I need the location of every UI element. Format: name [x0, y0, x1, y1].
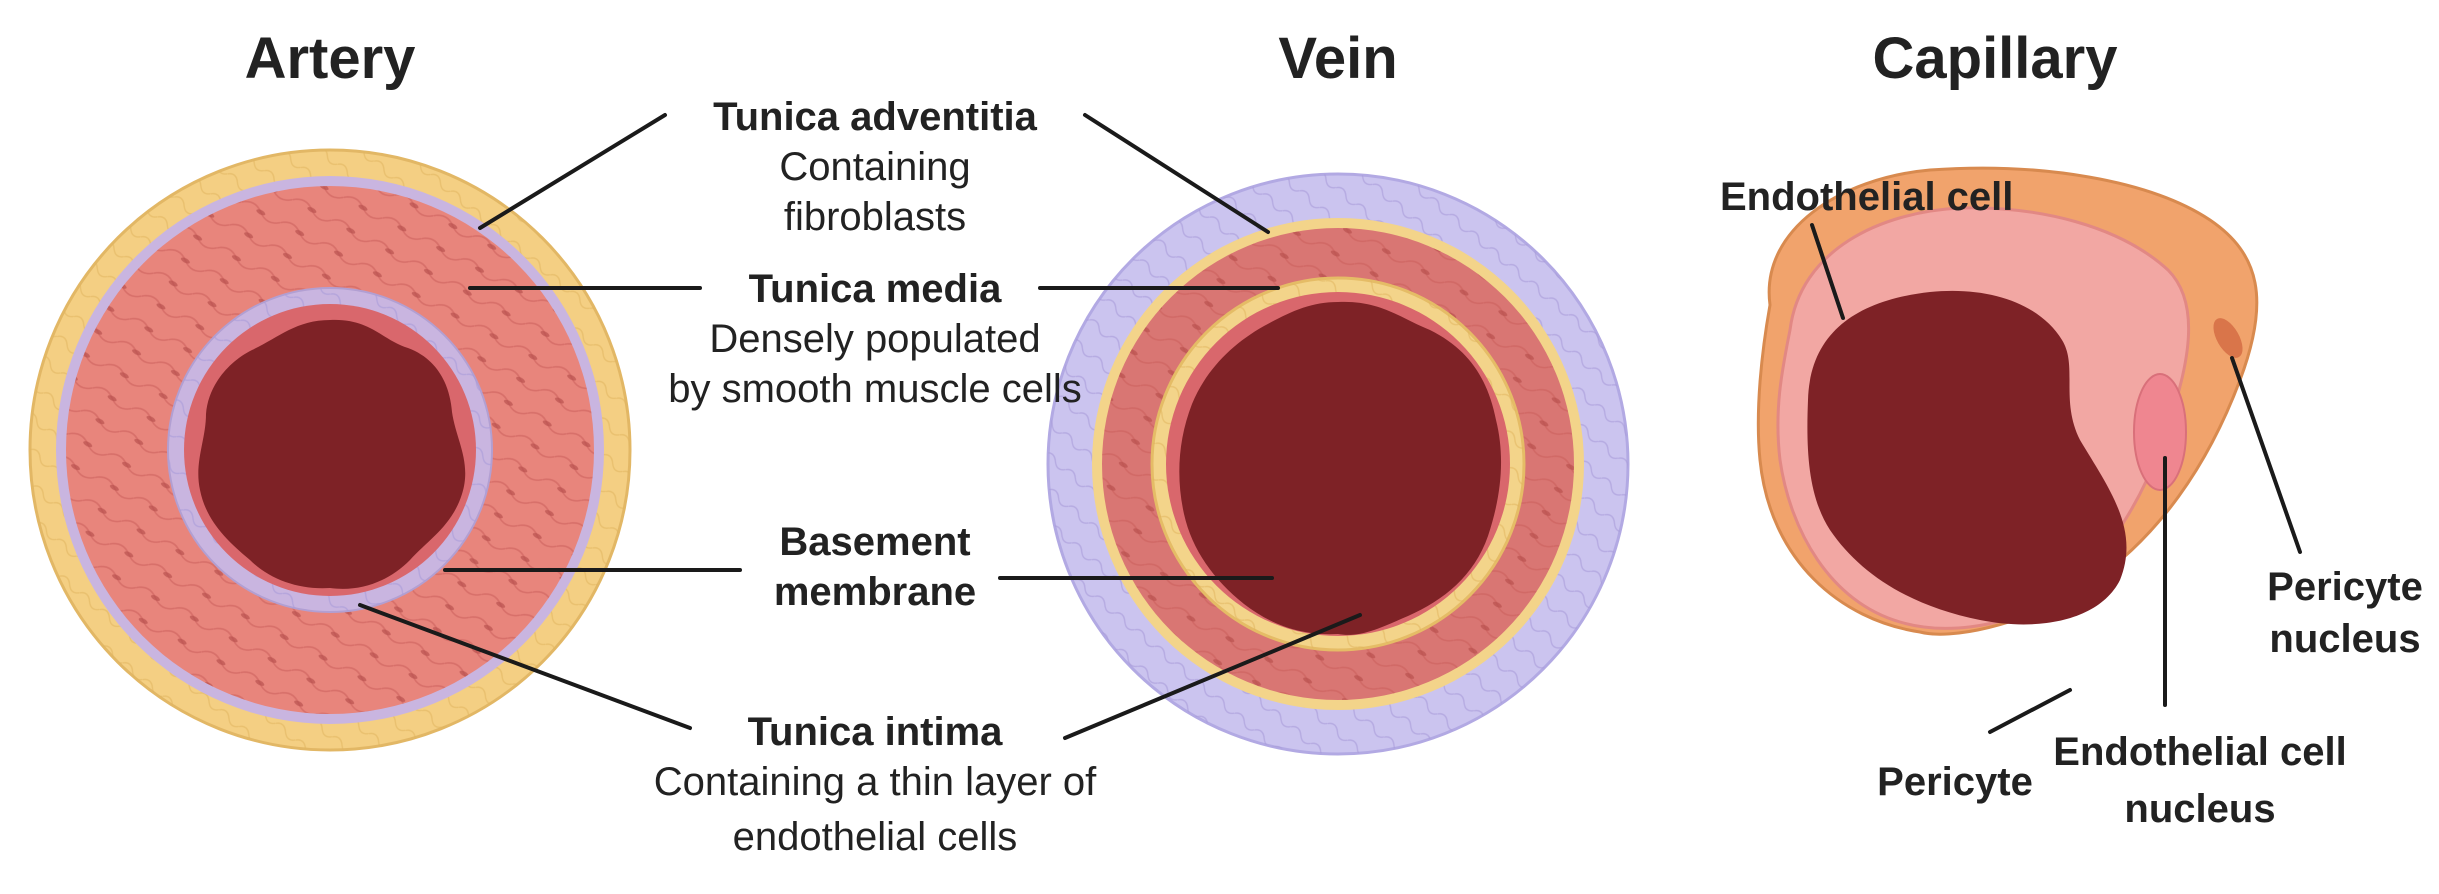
- leader-pericyte-nucleus: [2230, 356, 2302, 554]
- vein-title: Vein: [1278, 26, 1397, 91]
- tunica-media-desc-1: Densely populated: [709, 317, 1040, 361]
- artery-title: Artery: [245, 26, 416, 91]
- leader-intima-vein: [1063, 613, 1362, 740]
- artery-cross-section: [28, 148, 632, 752]
- endothelial-cell-nucleus: [2133, 373, 2187, 491]
- tunica-adventitia-desc-1: Containing: [779, 145, 970, 189]
- leader-lines: [358, 113, 2302, 740]
- capillary-lumen: [1807, 290, 2127, 625]
- artery-lumen: [198, 319, 466, 589]
- capillary-cross-section: [1756, 166, 2259, 636]
- tunica-intima-heading: Tunica intima: [748, 710, 1004, 754]
- tunica-media-heading: Tunica media: [749, 267, 1002, 311]
- tunica-media-desc-2: by smooth muscle cells: [668, 367, 1081, 411]
- leader-adventitia-vein: [1083, 113, 1270, 234]
- pericyte-nucleus-line-2: nucleus: [2269, 617, 2420, 661]
- pericyte-nucleus-line-1: Pericyte: [2267, 565, 2423, 609]
- endothelial-cell-label: Endothelial cell: [1720, 175, 2013, 219]
- vein-lumen: [1179, 301, 1502, 635]
- endothelial-cell-nucleus-line-1: Endothelial cell: [2053, 730, 2346, 774]
- endothelial-cell-nucleus-line-2: nucleus: [2124, 787, 2275, 831]
- basement-membrane-line-1: Basement: [779, 520, 970, 564]
- tunica-adventitia-desc-2: fibroblasts: [784, 195, 966, 239]
- capillary-title: Capillary: [1873, 26, 2118, 91]
- pericyte-nucleus: [2213, 318, 2243, 358]
- basement-membrane-line-2: membrane: [774, 570, 976, 614]
- leader-pericyte: [1988, 688, 2072, 734]
- leader-endothelial-cell: [1810, 223, 1845, 320]
- leader-adventitia-artery: [478, 113, 667, 230]
- tunica-intima-desc-1: Containing a thin layer of: [654, 760, 1097, 804]
- tunica-intima-desc-2: endothelial cells: [733, 815, 1018, 859]
- vein-cross-section: [1046, 172, 1630, 756]
- leader-intima-artery: [358, 603, 692, 730]
- tunica-adventitia-heading: Tunica adventitia: [713, 95, 1038, 139]
- pericyte-label: Pericyte: [1877, 760, 2033, 804]
